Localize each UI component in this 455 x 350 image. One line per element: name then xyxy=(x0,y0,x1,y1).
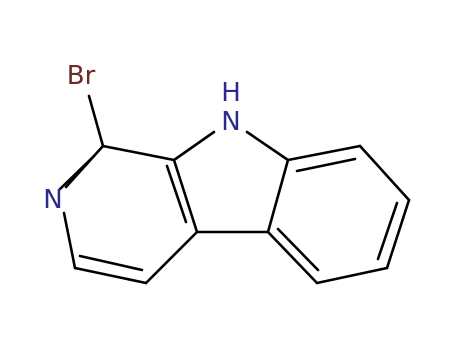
double-bond-inner xyxy=(58,154,96,191)
bond xyxy=(172,158,199,234)
bond xyxy=(358,144,411,202)
pyridine-nitrogen-label: N xyxy=(43,185,62,215)
bond-to-n xyxy=(62,211,77,270)
bond-to-nh xyxy=(245,130,290,162)
double-bond-inner xyxy=(295,157,357,173)
bond xyxy=(385,198,411,270)
double-bond-inner xyxy=(276,227,320,272)
pyridine-ring xyxy=(58,144,199,285)
bond xyxy=(144,230,199,285)
double-bond-inner xyxy=(376,201,399,261)
bond xyxy=(101,144,176,162)
indole-nitrogen-label: N xyxy=(221,107,240,137)
double-bond-inner xyxy=(78,254,144,272)
bond xyxy=(286,144,362,162)
indole-hydrogen-label: H xyxy=(221,78,241,108)
bond xyxy=(73,266,148,285)
benzene-ring xyxy=(266,144,411,285)
bond xyxy=(315,266,389,285)
pyrrole-ring xyxy=(165,130,290,234)
bond xyxy=(266,158,290,234)
bond-to-nh xyxy=(172,130,216,162)
bond-c-br xyxy=(87,94,105,148)
bromine-label: Br xyxy=(67,61,96,91)
double-bond-inner xyxy=(165,164,188,224)
bond xyxy=(266,230,319,285)
